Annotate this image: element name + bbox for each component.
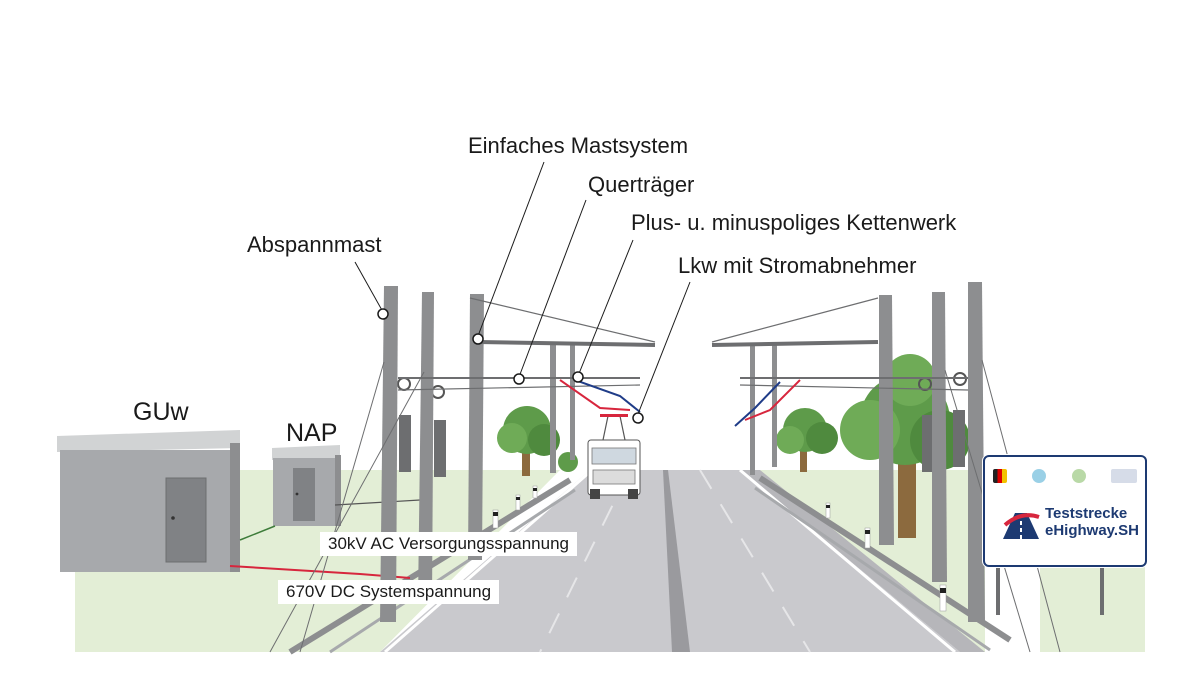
lane-marking-left xyxy=(539,469,631,653)
label-kettenwerk: Plus- u. minuspoliges Kettenwerk xyxy=(631,210,957,235)
teststrecke-sign: Teststrecke eHighway.SH xyxy=(983,455,1147,567)
guardrail-right-2 xyxy=(754,486,991,652)
label-ac-supply: 30kV AC Versorgungsspannung xyxy=(320,532,578,556)
leader-lines xyxy=(354,161,691,415)
cable-dc xyxy=(334,499,421,506)
road-edge-right xyxy=(739,468,956,654)
truck xyxy=(587,414,641,499)
callout-markers xyxy=(377,308,644,424)
sign-title-line1: Teststrecke xyxy=(1045,505,1128,522)
catenary-lines xyxy=(559,379,801,427)
sign-post-left xyxy=(996,560,1000,615)
label-abspannmast: Abspannmast xyxy=(247,232,382,257)
road-median xyxy=(663,470,690,652)
label-lkw: Lkw mit Stromabnehmer xyxy=(678,253,917,278)
masts-right xyxy=(750,282,985,622)
sign-post-right xyxy=(1100,560,1104,615)
delineator-posts xyxy=(492,485,947,612)
label-einfaches-mastsystem: Einfaches Mastsystem xyxy=(468,133,689,158)
federal-logo-icon xyxy=(993,469,1007,483)
grass-right-far xyxy=(1040,560,1145,652)
sh-logo-icon xyxy=(1110,469,1137,483)
sign-title: Teststrecke eHighway.SH xyxy=(1045,505,1139,539)
guardrail-left-2 xyxy=(329,488,576,654)
partner-logo-icon xyxy=(1071,469,1086,483)
cable-ac-supply-2 xyxy=(239,525,276,541)
building-nap xyxy=(272,445,341,526)
lane-marking-right xyxy=(699,469,811,653)
tension-weights xyxy=(397,372,967,477)
label-guw: GUw xyxy=(133,398,189,426)
tree-right-small xyxy=(776,408,838,472)
ehighway-road-icon xyxy=(1003,513,1040,539)
label-quertraeger: Querträger xyxy=(588,172,695,197)
building-guw xyxy=(57,430,240,572)
label-nap: NAP xyxy=(286,419,338,447)
label-dc-system: 670V DC Systemspannung xyxy=(278,580,500,604)
tree-left xyxy=(497,406,578,476)
sign-logo-row xyxy=(993,463,1137,489)
sign-title-line2: eHighway.SH xyxy=(1045,522,1139,539)
partner-logo-icon xyxy=(1032,469,1047,483)
